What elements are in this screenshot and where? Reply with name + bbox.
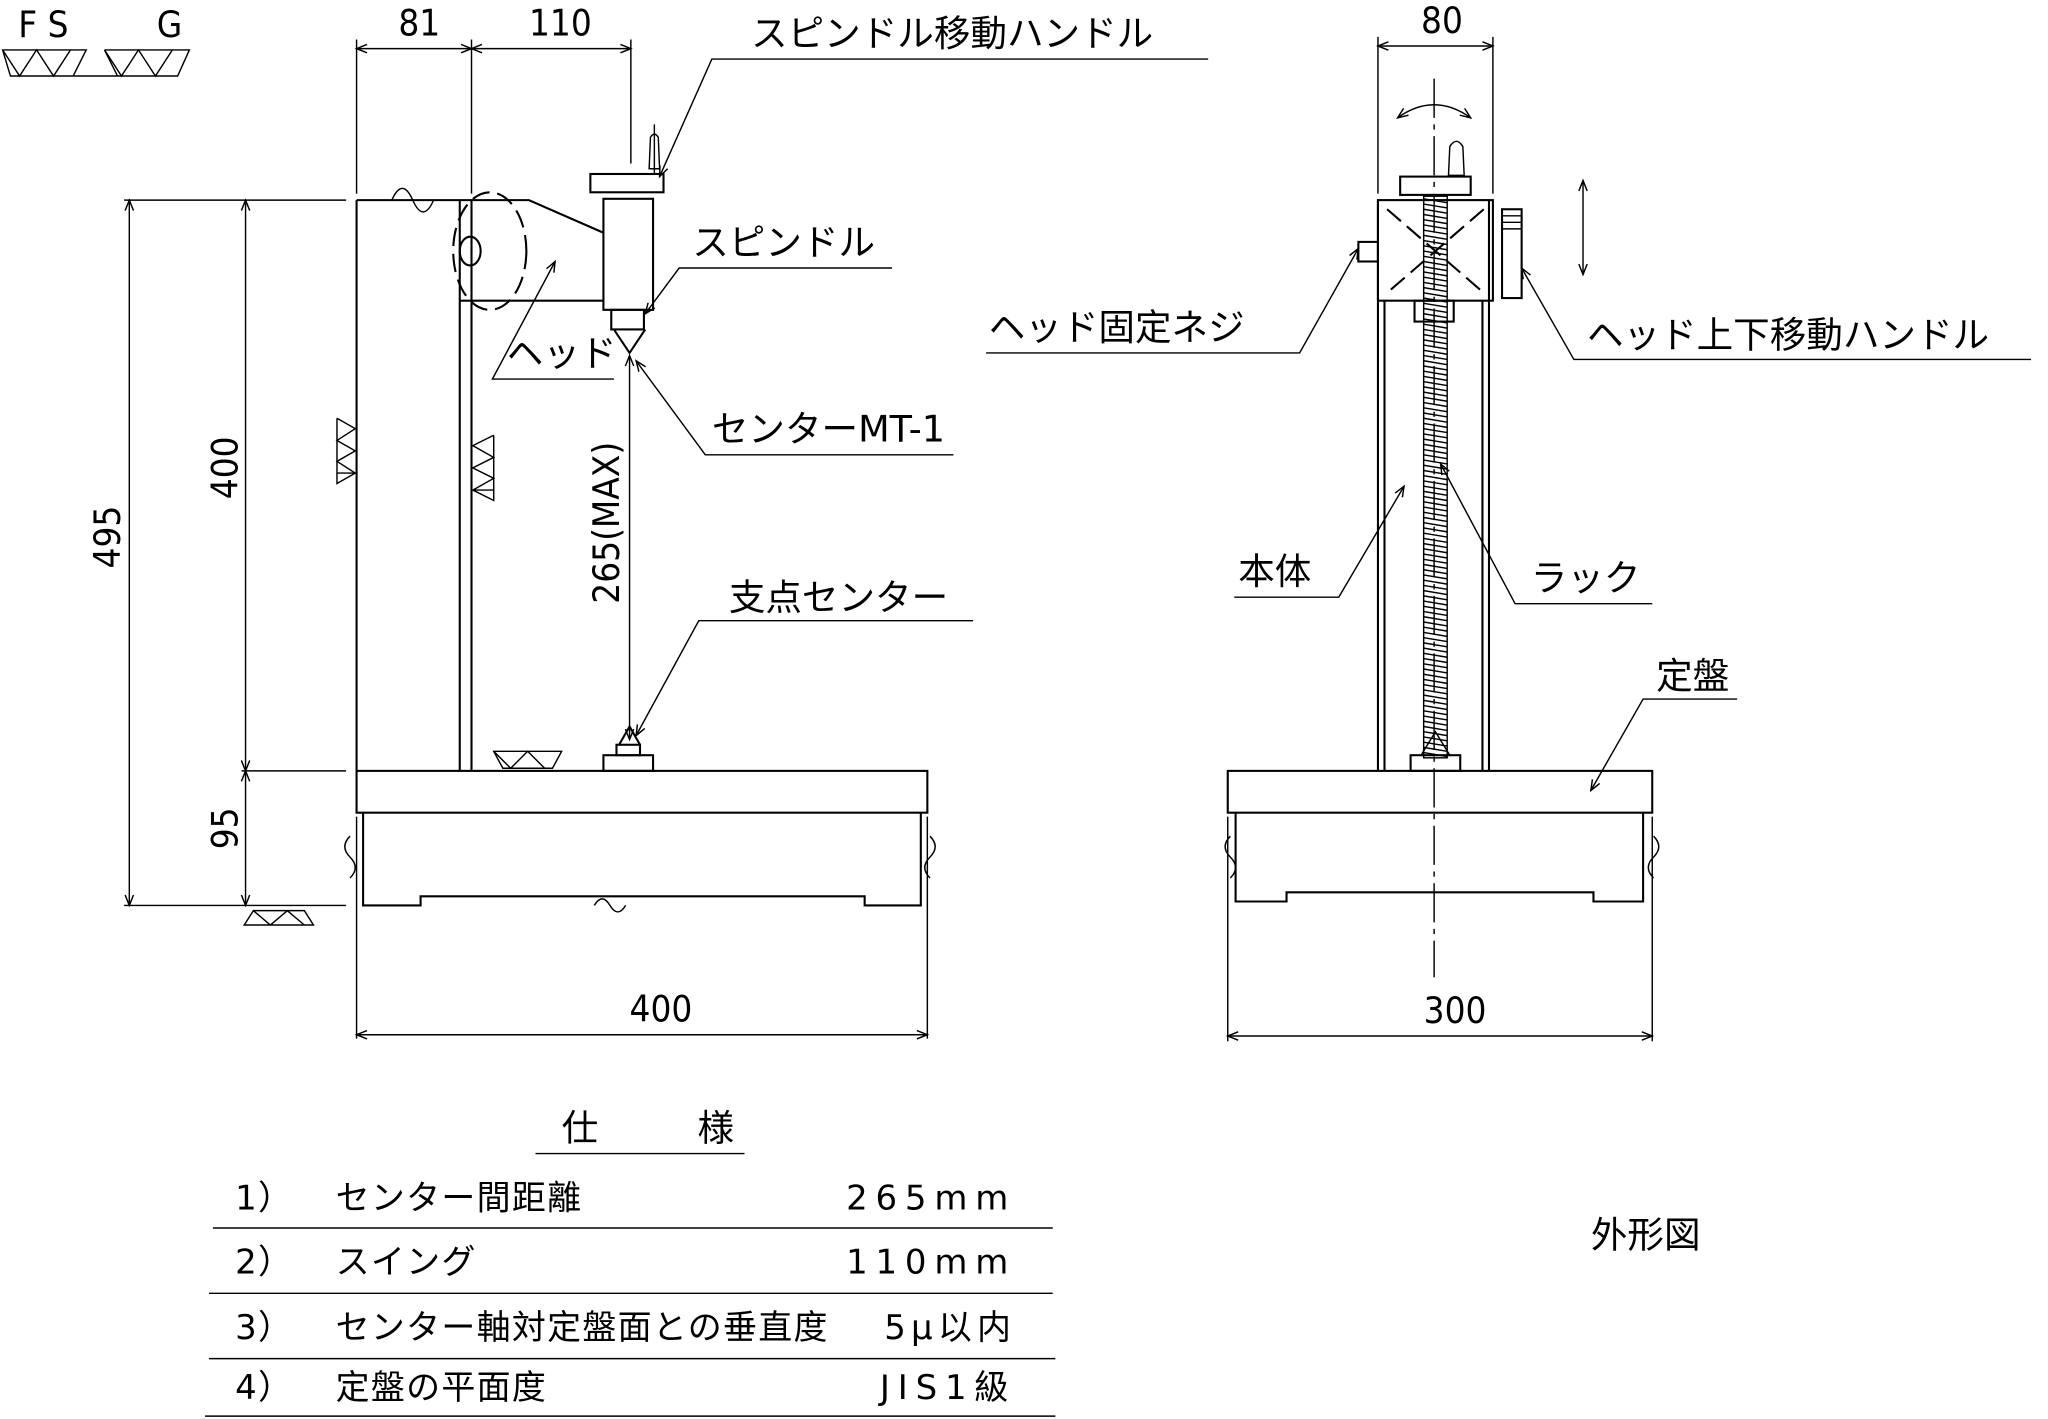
dim-495: 495 — [86, 506, 129, 569]
rack-teeth — [1423, 198, 1448, 758]
spec-no: 4） — [235, 1368, 293, 1408]
spec-title-1: 仕 — [562, 1107, 599, 1150]
side-view: 81 110 495 400 95 265(MAX) 400 スピンドル移動ハン… — [86, 2, 1209, 1040]
head-fix-screw — [1357, 240, 1380, 263]
spec-title-2: 様 — [697, 1107, 734, 1150]
spec-table: 仕 様 1） センター間距離 265mm 2） スイング 110mm 3） セン… — [205, 1107, 1056, 1417]
dim-81: 81 — [398, 2, 440, 45]
support-center-body — [602, 724, 655, 772]
front-labels: ヘッド固定ネジ ヘッド上下移動ハンドル 本体 ラック 定盤 — [986, 246, 2032, 793]
label-rack: ラック — [1531, 557, 1641, 600]
spec-no: 1） — [235, 1179, 293, 1219]
label-support-center: 支点センター — [729, 576, 948, 619]
label-spindle: スピンドル — [692, 221, 875, 264]
dim-265-max: 265(MAX) — [585, 442, 628, 604]
drawing-title: 外形図 — [1591, 1214, 1701, 1257]
spec-row: 4） 定盤の平面度 JIS1級 — [205, 1368, 1056, 1417]
head-handle — [1500, 208, 1523, 300]
g-label: G — [157, 3, 183, 46]
spec-no: 2） — [235, 1243, 293, 1283]
label-head: ヘッド — [507, 332, 617, 375]
spec-row: 1） センター間距離 265mm — [212, 1179, 1053, 1229]
dim-400-height: 400 — [204, 436, 247, 499]
spec-value: 110mm — [846, 1243, 1016, 1283]
label-spindle-handle: スピンドル移動ハンドル — [751, 12, 1153, 55]
spec-item: センター間距離 — [336, 1179, 583, 1219]
surface-marks — [242, 417, 563, 926]
spec-item: スイング — [336, 1243, 477, 1283]
spec-row: 2） スイング 110mm — [208, 1243, 1053, 1295]
spec-no: 3） — [235, 1308, 293, 1348]
front-dimensions: 80 300 — [1225, 0, 1655, 1042]
column — [355, 187, 604, 771]
dim-110: 110 — [529, 2, 592, 45]
dim-80: 80 — [1421, 0, 1463, 42]
rack — [1409, 195, 1462, 772]
side-labels: スピンドル移動ハンドル スピンドル ヘッド センターMT-1 支点センター — [491, 12, 1209, 738]
label-surface-plate: 定盤 — [1656, 655, 1729, 698]
label-head-handle: ヘッド上下移動ハンドル — [1587, 314, 1989, 357]
head-wheel — [452, 191, 528, 311]
label-body: 本体 — [1238, 550, 1311, 593]
dim-95: 95 — [204, 807, 247, 849]
dim-300: 300 — [1424, 989, 1487, 1032]
surface-finish-legend: F S G — [1, 3, 191, 78]
surface-plate-side — [344, 769, 936, 913]
spec-value: 5μ以内 — [884, 1308, 1016, 1348]
spec-item: 定盤の平面度 — [336, 1368, 547, 1408]
rotation-arrow-icon — [1395, 104, 1473, 119]
spec-item: センター軸対定盤面との垂直度 — [336, 1308, 829, 1348]
spec-row: 3） センター軸対定盤面との垂直度 5μ以内 — [208, 1308, 1056, 1360]
side-dimensions: 81 110 495 400 95 265(MAX) 400 — [86, 2, 930, 1040]
fs-label: F S — [18, 3, 68, 46]
dim-400-width: 400 — [630, 988, 693, 1031]
front-view: 80 300 ヘッド固定ネジ ヘッド上下移動ハンドル 本体 ラック 定盤 — [986, 0, 2032, 1042]
label-center-mt1: センターMT-1 — [712, 408, 945, 451]
surface-plate-front — [1224, 769, 1660, 903]
label-head-fix-screw: ヘッド固定ネジ — [989, 306, 1245, 349]
spec-value: JIS1級 — [878, 1368, 1016, 1408]
spec-value: 265mm — [846, 1179, 1016, 1219]
spindle — [589, 124, 665, 355]
